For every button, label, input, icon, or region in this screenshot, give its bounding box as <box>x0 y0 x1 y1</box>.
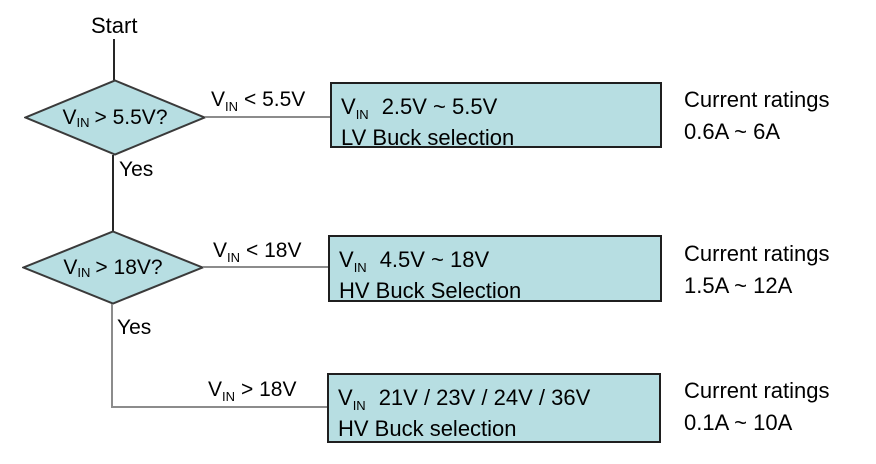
box3-line2: HV Buck selection <box>338 416 517 441</box>
branch2-condition: < 18V <box>246 239 302 262</box>
diamond-shape <box>24 79 206 156</box>
flow-line-start-to-decision1 <box>113 39 115 80</box>
vin-symbol: V <box>63 255 78 279</box>
start-label: Start <box>91 13 138 38</box>
ratings-hv-buck-high: Current ratings 0.1A ~ 10A <box>684 375 830 439</box>
vin-subscript: IN <box>355 107 369 122</box>
branch3-condition: > 18V <box>241 378 297 401</box>
box2-line2: HV Buck Selection <box>339 278 522 303</box>
vin-symbol: V <box>208 378 223 401</box>
vin-symbol: V <box>341 94 356 119</box>
branch-label-vin-lt-18v: VIN < 18V <box>213 239 302 265</box>
connector-decision2-down <box>111 304 113 408</box>
vin-subscript: IN <box>227 250 241 265</box>
box2-voltage-range: 4.5V ~ 18V <box>379 247 490 272</box>
decision2-condition: > 18V? <box>95 255 163 279</box>
yes-label-2: Yes <box>117 316 152 339</box>
vin-subscript: IN <box>222 389 236 404</box>
vin-symbol: V <box>338 385 353 410</box>
vin-symbol: V <box>339 247 354 272</box>
ratings1-value: 0.6A ~ 6A <box>684 119 781 144</box>
ratings-hv-buck-mid: Current ratings 1.5A ~ 12A <box>684 238 830 302</box>
connector-decision1-to-box1 <box>205 116 330 118</box>
vin-symbol: V <box>62 105 77 129</box>
ratings1-title: Current ratings <box>684 87 830 112</box>
vin-subscript: IN <box>352 398 366 413</box>
box1-line1: VIN 2.5V ~ 5.5V <box>341 91 660 122</box>
ratings2-value: 1.5A ~ 12A <box>684 273 793 298</box>
vin-subscript: IN <box>225 99 239 114</box>
diamond-shape <box>22 230 204 305</box>
box3-line1: VIN 21V / 23V / 24V / 36V <box>338 382 659 413</box>
box1-voltage-range: 2.5V ~ 5.5V <box>381 94 498 119</box>
connector-elbow-to-box3 <box>111 406 327 408</box>
vin-symbol: V <box>213 239 228 262</box>
ratings3-title: Current ratings <box>684 378 830 403</box>
flow-line-decision1-to-decision2 <box>112 155 114 231</box>
connector-decision2-to-box2 <box>203 266 328 268</box>
result-box-hv-buck-high: VIN 21V / 23V / 24V / 36V HV Buck selecti… <box>327 373 661 443</box>
vin-subscript: IN <box>353 260 367 275</box>
branch-label-vin-gt-18v: VIN > 18V <box>208 378 297 404</box>
yes-label-1: Yes <box>119 158 154 181</box>
box1-line2: LV Buck selection <box>341 125 515 150</box>
branch-label-vin-lt-5v5: VIN < 5.5V <box>211 88 306 114</box>
box2-line1: VIN 4.5V ~ 18V <box>339 244 660 275</box>
box3-voltage-range: 21V / 23V / 24V / 36V <box>378 385 591 410</box>
vin-symbol: V <box>211 88 226 111</box>
ratings3-value: 0.1A ~ 10A <box>684 410 793 435</box>
ratings2-title: Current ratings <box>684 241 830 266</box>
decision1-condition: > 5.5V? <box>94 105 168 129</box>
result-box-lv-buck: VIN 2.5V ~ 5.5V LV Buck selection <box>330 82 662 150</box>
ratings-lv-buck: Current ratings 0.6A ~ 6A <box>684 84 830 148</box>
branch1-condition: < 5.5V <box>244 88 306 111</box>
result-box-hv-buck-mid: VIN 4.5V ~ 18V HV Buck Selection <box>328 235 662 303</box>
